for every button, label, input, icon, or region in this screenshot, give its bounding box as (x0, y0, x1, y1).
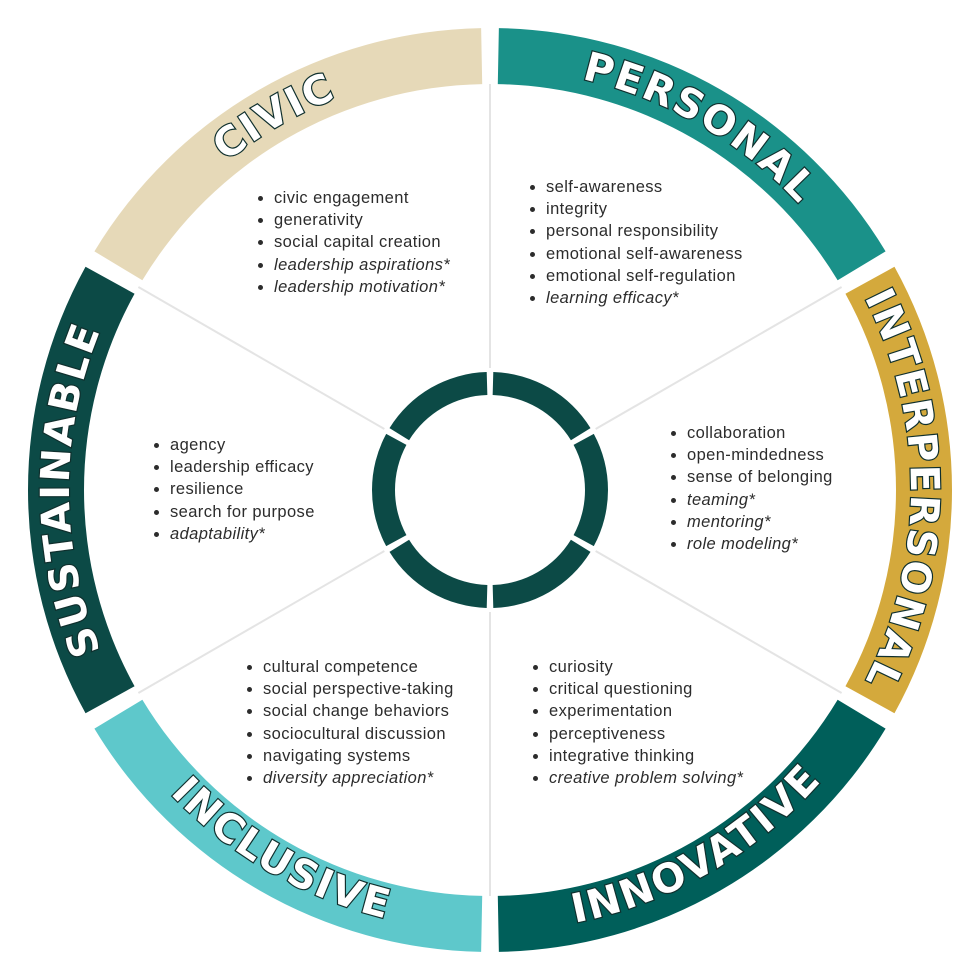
trait-item: self-awareness (528, 176, 743, 198)
trait-item: leadership aspirations* (256, 254, 450, 276)
trait-item: experimentation (531, 700, 743, 722)
trait-item: social capital creation (256, 231, 450, 253)
trait-item: agency (152, 434, 315, 456)
trait-item: emotional self-awareness (528, 243, 743, 265)
ring-label-inclusive: INCLUSIVE (163, 768, 397, 929)
ring-segment-civic (94, 28, 483, 281)
segment-divider-line (137, 286, 385, 430)
trait-item: open-mindedness (669, 444, 833, 466)
trait-item: generativity (256, 209, 450, 231)
trait-item: diversity appreciation* (245, 767, 454, 789)
trait-item: cultural competence (245, 656, 454, 678)
trait-item: collaboration (669, 422, 833, 444)
trait-item: navigating systems (245, 745, 454, 767)
trait-item: sense of belonging (669, 466, 833, 488)
outer-ring (27, 28, 952, 952)
ring-segment-personal (497, 28, 886, 281)
trait-item: sociocultural discussion (245, 723, 454, 745)
segment-divider-line (595, 286, 843, 430)
trait-item: critical questioning (531, 678, 743, 700)
trait-item: mentoring* (669, 511, 833, 533)
ring-segment-sustainable (27, 266, 135, 714)
trait-item: integrity (528, 198, 743, 220)
hub-segment (492, 372, 591, 441)
trait-item: integrative thinking (531, 745, 743, 767)
trait-item: perceptiveness (531, 723, 743, 745)
trait-item: teaming* (669, 489, 833, 511)
trait-item: social perspective-taking (245, 678, 454, 700)
ring-segment-interpersonal (845, 266, 952, 714)
trait-item: emotional self-regulation (528, 265, 743, 287)
trait-item: social change behaviors (245, 700, 454, 722)
segment-dividers (137, 84, 843, 896)
hub-segment (372, 433, 407, 547)
center-hub-ring (372, 372, 608, 608)
trait-item: personal responsibility (528, 220, 743, 242)
trait-item: resilience (152, 478, 315, 500)
trait-item: leadership efficacy (152, 456, 315, 478)
trait-item: learning efficacy* (528, 287, 743, 309)
ring-segment-inclusive (94, 699, 483, 952)
trait-item: creative problem solving* (531, 767, 743, 789)
trait-item: leadership motivation* (256, 276, 450, 298)
trait-item: curiosity (531, 656, 743, 678)
ring-segment-innovative (497, 699, 886, 952)
hub-segment (492, 539, 591, 608)
hub-segment (573, 433, 608, 547)
hub-segment (389, 539, 488, 608)
segment-divider-line (137, 550, 385, 694)
hub-segment (389, 372, 488, 441)
trait-item: adaptability* (152, 523, 315, 545)
segment-divider-line (595, 550, 843, 694)
trait-item: civic engagement (256, 187, 450, 209)
trait-item: role modeling* (669, 533, 833, 555)
trait-item: search for purpose (152, 501, 315, 523)
